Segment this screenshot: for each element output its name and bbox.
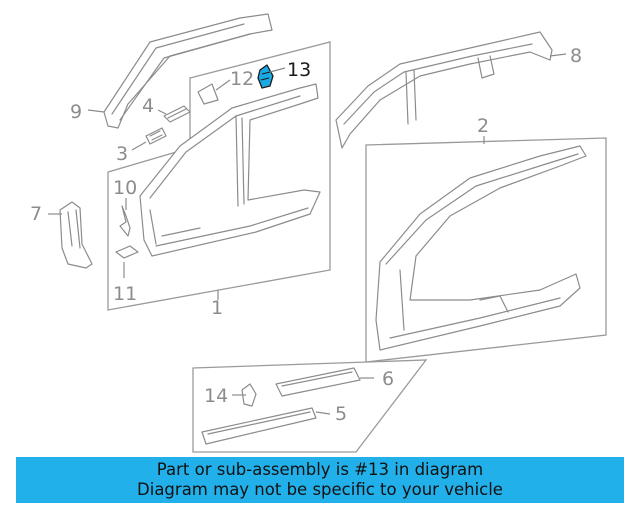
banner-line-1: Part or sub-assembly is #13 in diagram bbox=[156, 460, 484, 479]
callout-10: 10 bbox=[113, 177, 137, 199]
leader-lines bbox=[48, 53, 567, 415]
callout-7: 7 bbox=[30, 203, 42, 225]
callout-4: 4 bbox=[142, 95, 154, 117]
callout-8: 8 bbox=[570, 45, 582, 67]
part-14-bracket bbox=[241, 383, 257, 407]
callout-13: 13 bbox=[287, 59, 311, 81]
part-11-plate bbox=[115, 245, 139, 259]
part-7-pillar bbox=[59, 201, 93, 269]
part-2-body-side-outer bbox=[375, 145, 587, 351]
callout-6: 6 bbox=[382, 368, 394, 390]
part-4-bracket bbox=[163, 105, 191, 123]
info-banner: Part or sub-assembly is #13 in diagram D… bbox=[16, 457, 624, 503]
parts-diagram: 9 4 3 12 13 7 10 11 1 8 2 6 5 14 bbox=[30, 13, 607, 453]
part-3-clip bbox=[145, 127, 167, 145]
part-5-rocker-lower bbox=[201, 407, 317, 445]
part-9-roof-rail bbox=[103, 13, 273, 129]
banner-line-2: Diagram may not be specific to your vehi… bbox=[137, 480, 503, 499]
part-12-gusset bbox=[197, 83, 219, 105]
part-6-rocker-upper bbox=[275, 367, 361, 397]
callout-3: 3 bbox=[116, 143, 128, 165]
callout-5: 5 bbox=[335, 403, 347, 425]
part-1-body-side bbox=[139, 83, 321, 257]
callout-14: 14 bbox=[204, 385, 228, 407]
callout-12: 12 bbox=[230, 68, 254, 90]
part-10-bracket bbox=[119, 205, 131, 237]
callout-1: 1 bbox=[211, 297, 223, 319]
callout-9: 9 bbox=[70, 101, 82, 123]
part-8-roof-rail bbox=[335, 31, 553, 149]
callout-2: 2 bbox=[477, 115, 489, 137]
part-13-highlighted bbox=[257, 64, 274, 89]
callout-11: 11 bbox=[113, 283, 137, 305]
